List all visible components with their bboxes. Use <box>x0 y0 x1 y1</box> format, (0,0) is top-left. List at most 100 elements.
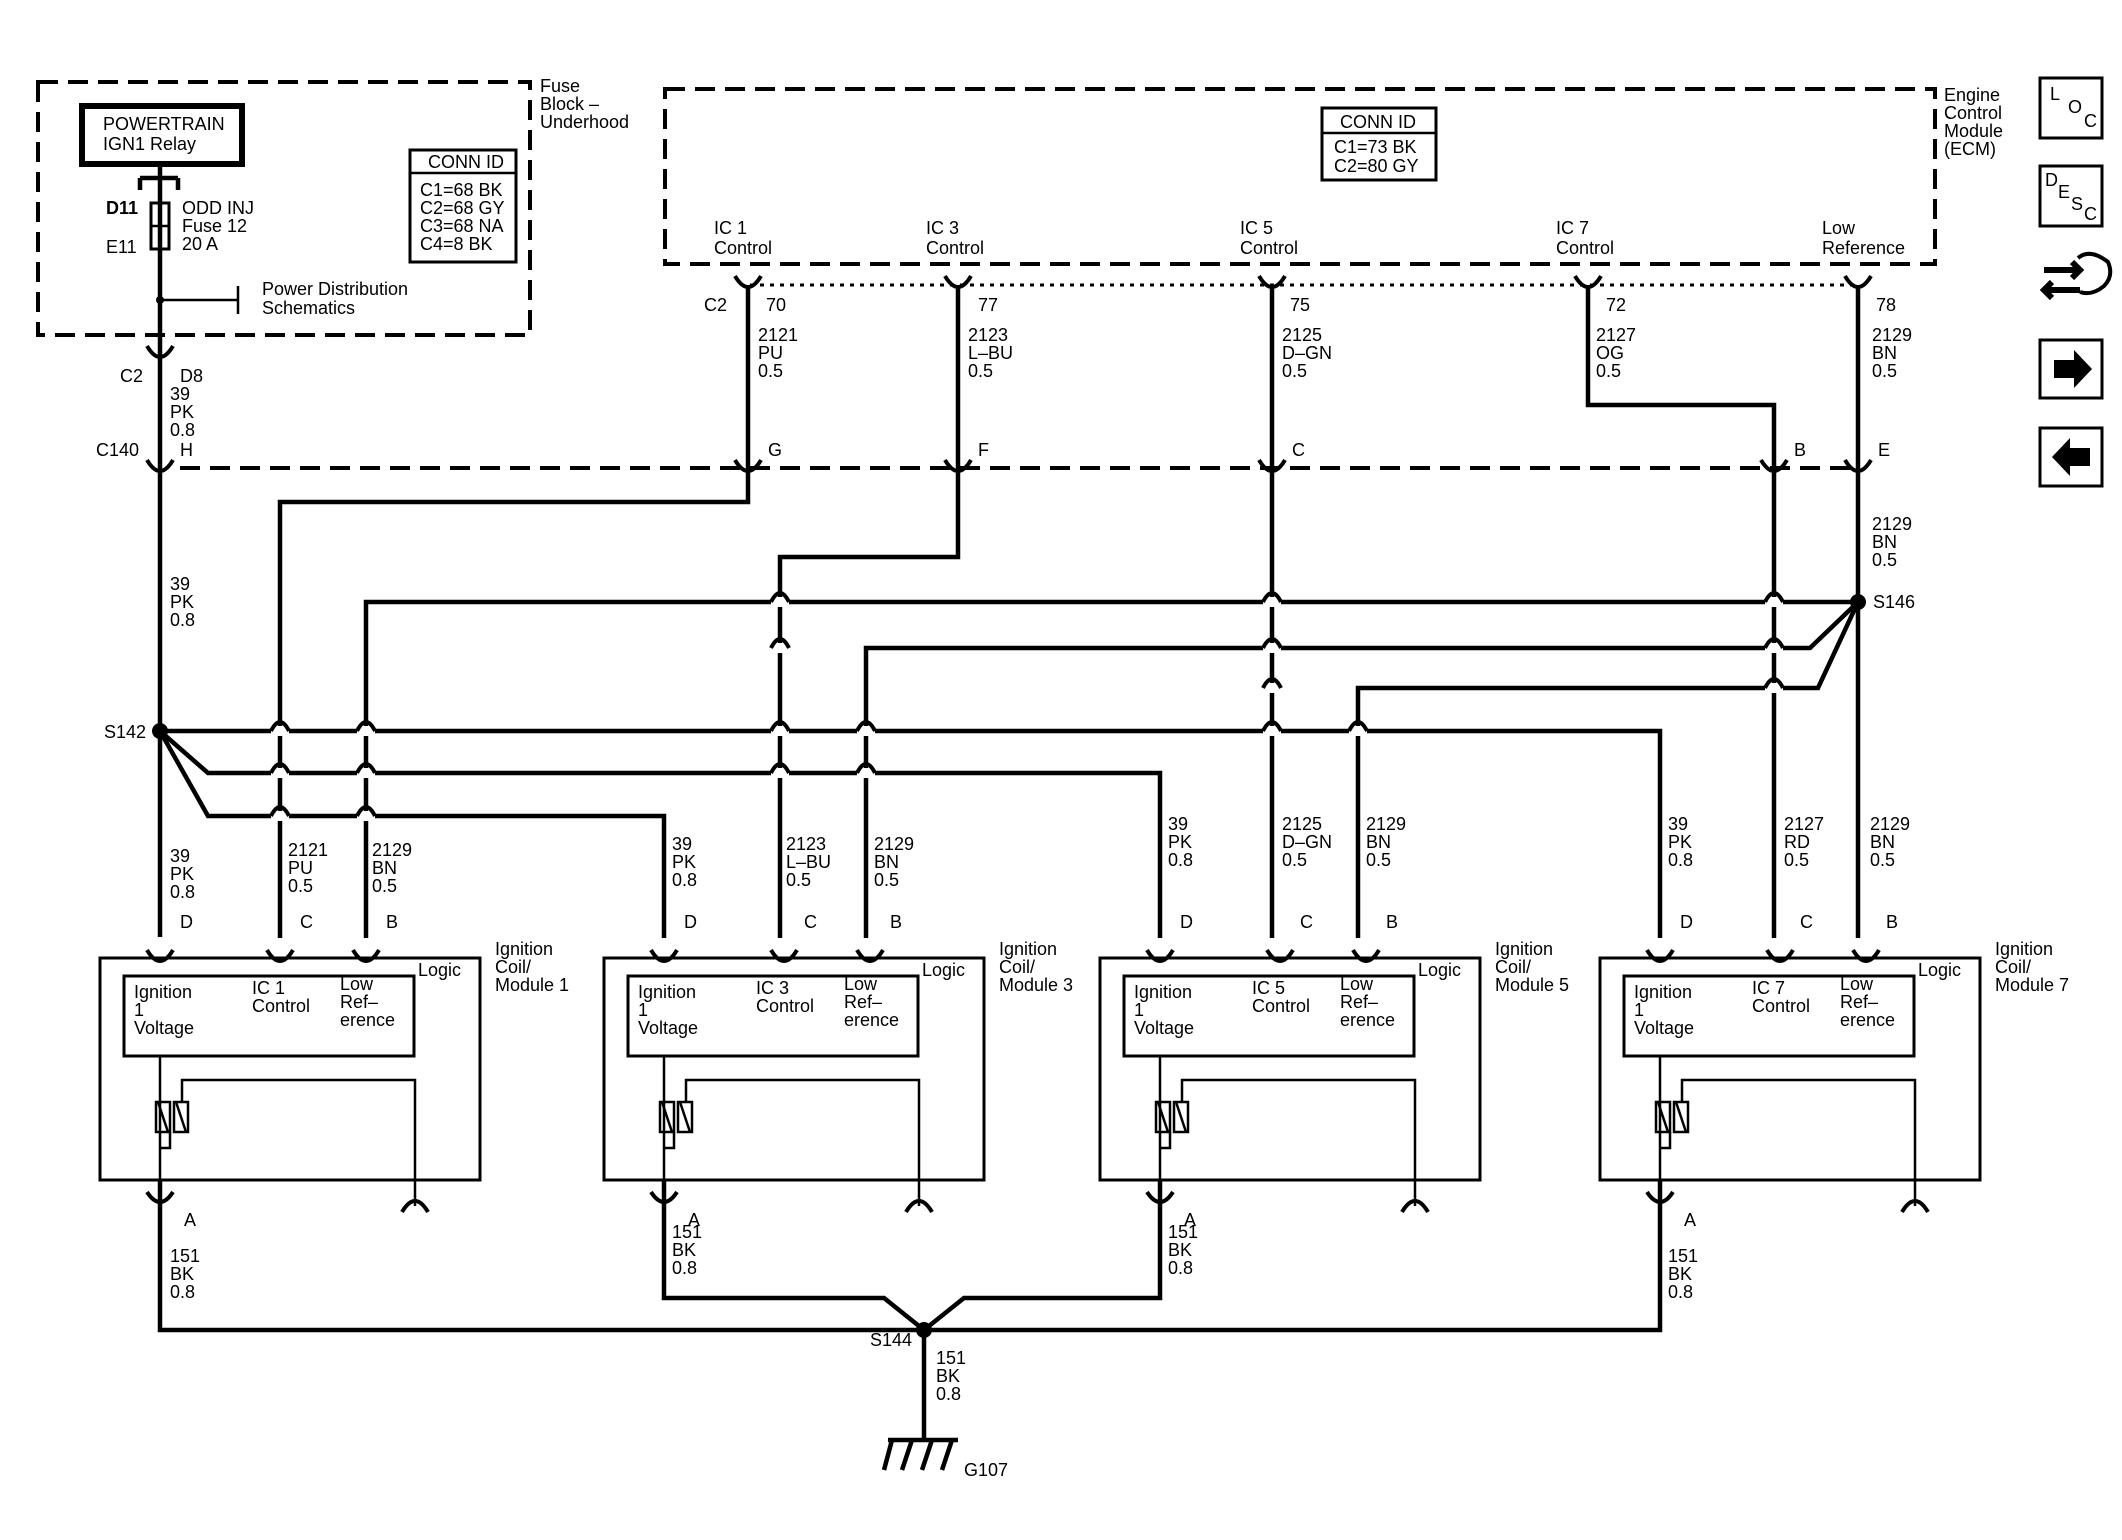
ic-label-1: IC 7 <box>1752 978 1785 998</box>
fuse-block-boundary <box>36 80 532 337</box>
cup-pin-a <box>1645 1190 1675 1204</box>
cup-c140-3 <box>1257 458 1287 473</box>
s146-wire-3: 0.5 <box>1872 550 1897 570</box>
loc-button[interactable]: L O C <box>2038 76 2104 140</box>
hop-c-0-gap <box>271 768 289 778</box>
hop-b-2-gap <box>1765 643 1783 653</box>
fuse-in-terminal: D11 <box>106 198 138 218</box>
coil-wire-labels: 39 PK 0.8 2121 PU 0.5 2129 BN 0.5 39 PK … <box>170 814 1910 902</box>
next-button[interactable] <box>2038 338 2104 400</box>
lowref-label-1: Low <box>844 974 878 994</box>
ecm-pin-72: 72 <box>1606 295 1626 315</box>
hop-4-gap <box>1765 597 1783 607</box>
module-pin-d: D <box>1680 912 1693 932</box>
fuse-label-1: ODD INJ <box>182 198 254 218</box>
coil-secondary-lead <box>664 1078 921 1206</box>
coil-primary <box>1654 1100 1672 1134</box>
ecm-wire-2127: 2127 <box>1596 325 1636 345</box>
cup-pin-c <box>1765 948 1795 963</box>
ecm-wire-2123: 2123 <box>968 325 1008 345</box>
gnd-m5-3: 0.8 <box>1168 1258 1193 1278</box>
m1-wire-2121: 2121 <box>288 840 328 860</box>
ecm-boundary <box>663 87 1937 266</box>
module-pin-b: B <box>1386 912 1398 932</box>
gnd-m1-2: BK <box>170 1264 194 1284</box>
s146-label: S146 <box>1873 592 1915 612</box>
gnd-m3-2: BK <box>672 1240 696 1260</box>
ecm-wire-2121-color: PU <box>758 343 783 363</box>
fuse-conn-id-box <box>408 148 518 264</box>
m5-wire-39: 39 <box>1168 814 1188 834</box>
ecm-pin-ic3-l1: IC 3 <box>926 218 959 238</box>
ign-label-3: Voltage <box>1634 1018 1694 1038</box>
feed-labels: C2 D8 39 PK 0.8 C140 39 PK 0.8 <box>96 366 203 630</box>
module-name-3: Module 3 <box>999 975 1073 995</box>
desc-button-frame[interactable] <box>2038 164 2104 228</box>
fuse-conn-title: CONN ID <box>428 152 504 172</box>
c140-pin-e: E <box>1878 440 1890 460</box>
module-pin-a: A <box>1684 1210 1696 1230</box>
cup-c140-0 <box>145 458 175 473</box>
coil-primary <box>154 1100 172 1134</box>
ecm-wire-2123-size: 0.5 <box>968 361 993 381</box>
wire-2129-to-module3 <box>863 600 1860 938</box>
wire-151-module5 <box>922 1180 1163 1332</box>
feed-wire-top-3: 0.8 <box>170 420 195 440</box>
power-dist-label-1: Power Distribution <box>262 279 408 299</box>
cup-c2-d8 <box>145 344 175 359</box>
m3-wire-2123-c: L–BU <box>786 852 831 872</box>
m1-wire-39-c: PK <box>170 864 194 884</box>
feed-wire-mid-1: 39 <box>170 574 190 594</box>
c140-pin-g: G <box>768 440 782 460</box>
feed-c2: C2 <box>120 366 143 386</box>
ecm-wire-2129-size: 0.5 <box>1872 361 1897 381</box>
ecm-wire-2127-size: 0.5 <box>1596 361 1621 381</box>
logic-label: Logic <box>922 960 965 980</box>
hop-b-4-gap <box>1765 683 1783 693</box>
cup-pin-b <box>351 948 381 963</box>
desc-button[interactable]: D E S C <box>2038 164 2104 228</box>
wire-39-to-module3 <box>158 729 667 938</box>
feed-wire-mid-2: PK <box>170 592 194 612</box>
hop-b-1 <box>1261 637 1283 649</box>
module-pin-a: A <box>688 1210 700 1230</box>
prev-button[interactable] <box>2038 426 2104 488</box>
c140-pin-h: H <box>180 440 193 460</box>
hop-c-1-gap <box>357 768 375 778</box>
module-frame <box>1098 956 1482 1182</box>
fuse-block-label-2: Block – <box>540 94 599 114</box>
prev-button-frame[interactable] <box>2038 426 2104 488</box>
ecm-wire-2125-color: D–GN <box>1282 343 1332 363</box>
ecm-conn-c1: C1=73 BK <box>1334 137 1417 157</box>
ecm-label-3: Module <box>1944 121 2003 141</box>
fuse-conn-c3: C3=68 NA <box>420 216 504 236</box>
loc-letter-c: C <box>2084 111 2097 131</box>
module-name-3: Module 1 <box>495 975 569 995</box>
hop-2 <box>769 591 791 603</box>
ecm-label-1: Engine <box>1944 85 2000 105</box>
coil-primary <box>1154 1100 1172 1134</box>
swap-arrows-icon[interactable] <box>2039 259 2085 301</box>
gnd-m3-1: 151 <box>672 1222 702 1242</box>
cup-pin-d <box>649 948 679 963</box>
hop-c-7-gap <box>857 726 875 736</box>
cup-ecm-pin-0 <box>733 274 763 289</box>
logic-box <box>122 974 416 1058</box>
connector-hand-icon[interactable] <box>2039 251 2113 301</box>
m5-wire-39-c: PK <box>1168 832 1192 852</box>
ecm-wire-2125-size: 0.5 <box>1282 361 1307 381</box>
fuse-conn-c1: C1=68 BK <box>420 180 503 200</box>
hop-0 <box>269 720 291 732</box>
cup-pin-b <box>1851 948 1881 963</box>
ecm-pin-75: 75 <box>1290 295 1310 315</box>
power-dist-label-2: Schematics <box>262 298 355 318</box>
ic-label-2: Control <box>1752 996 1810 1016</box>
loc-button-frame[interactable] <box>2038 76 2104 140</box>
hop-c-3 <box>855 762 877 774</box>
hop-c-6-gap <box>771 726 789 736</box>
relay-label-1: POWERTRAIN <box>103 114 225 134</box>
ecm-connector-id: C2 <box>704 295 727 315</box>
m7-wire-2127-c: RD <box>1784 832 1810 852</box>
fuse-block-label-1: Fuse <box>540 76 580 96</box>
